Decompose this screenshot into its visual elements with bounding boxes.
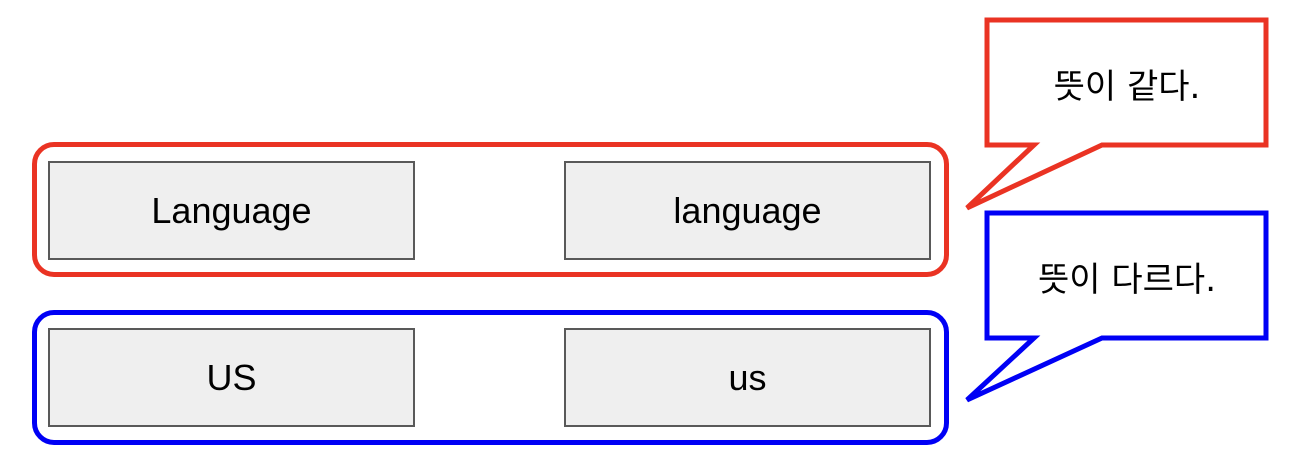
different-meaning-callout-text: 뜻이 다르다. [1037,259,1216,300]
same-meaning-group-frame [32,142,949,277]
word-us-uppercase: US [206,356,257,398]
word-box-us-uppercase: US [48,328,415,427]
same-meaning-callout-bubble [965,17,1269,211]
different-meaning-callout-bubble [965,210,1269,403]
word-language-capitalized: Language [151,189,312,231]
word-box-language-lowercase: language [564,161,931,260]
word-us-lowercase: us [728,356,767,398]
word-language-lowercase: language [673,189,822,231]
different-meaning-group-frame [32,310,949,445]
word-box-us-lowercase: us [564,328,931,427]
same-meaning-callout-text: 뜻이 같다. [1053,66,1201,107]
word-box-language-capitalized: Language [48,161,415,260]
